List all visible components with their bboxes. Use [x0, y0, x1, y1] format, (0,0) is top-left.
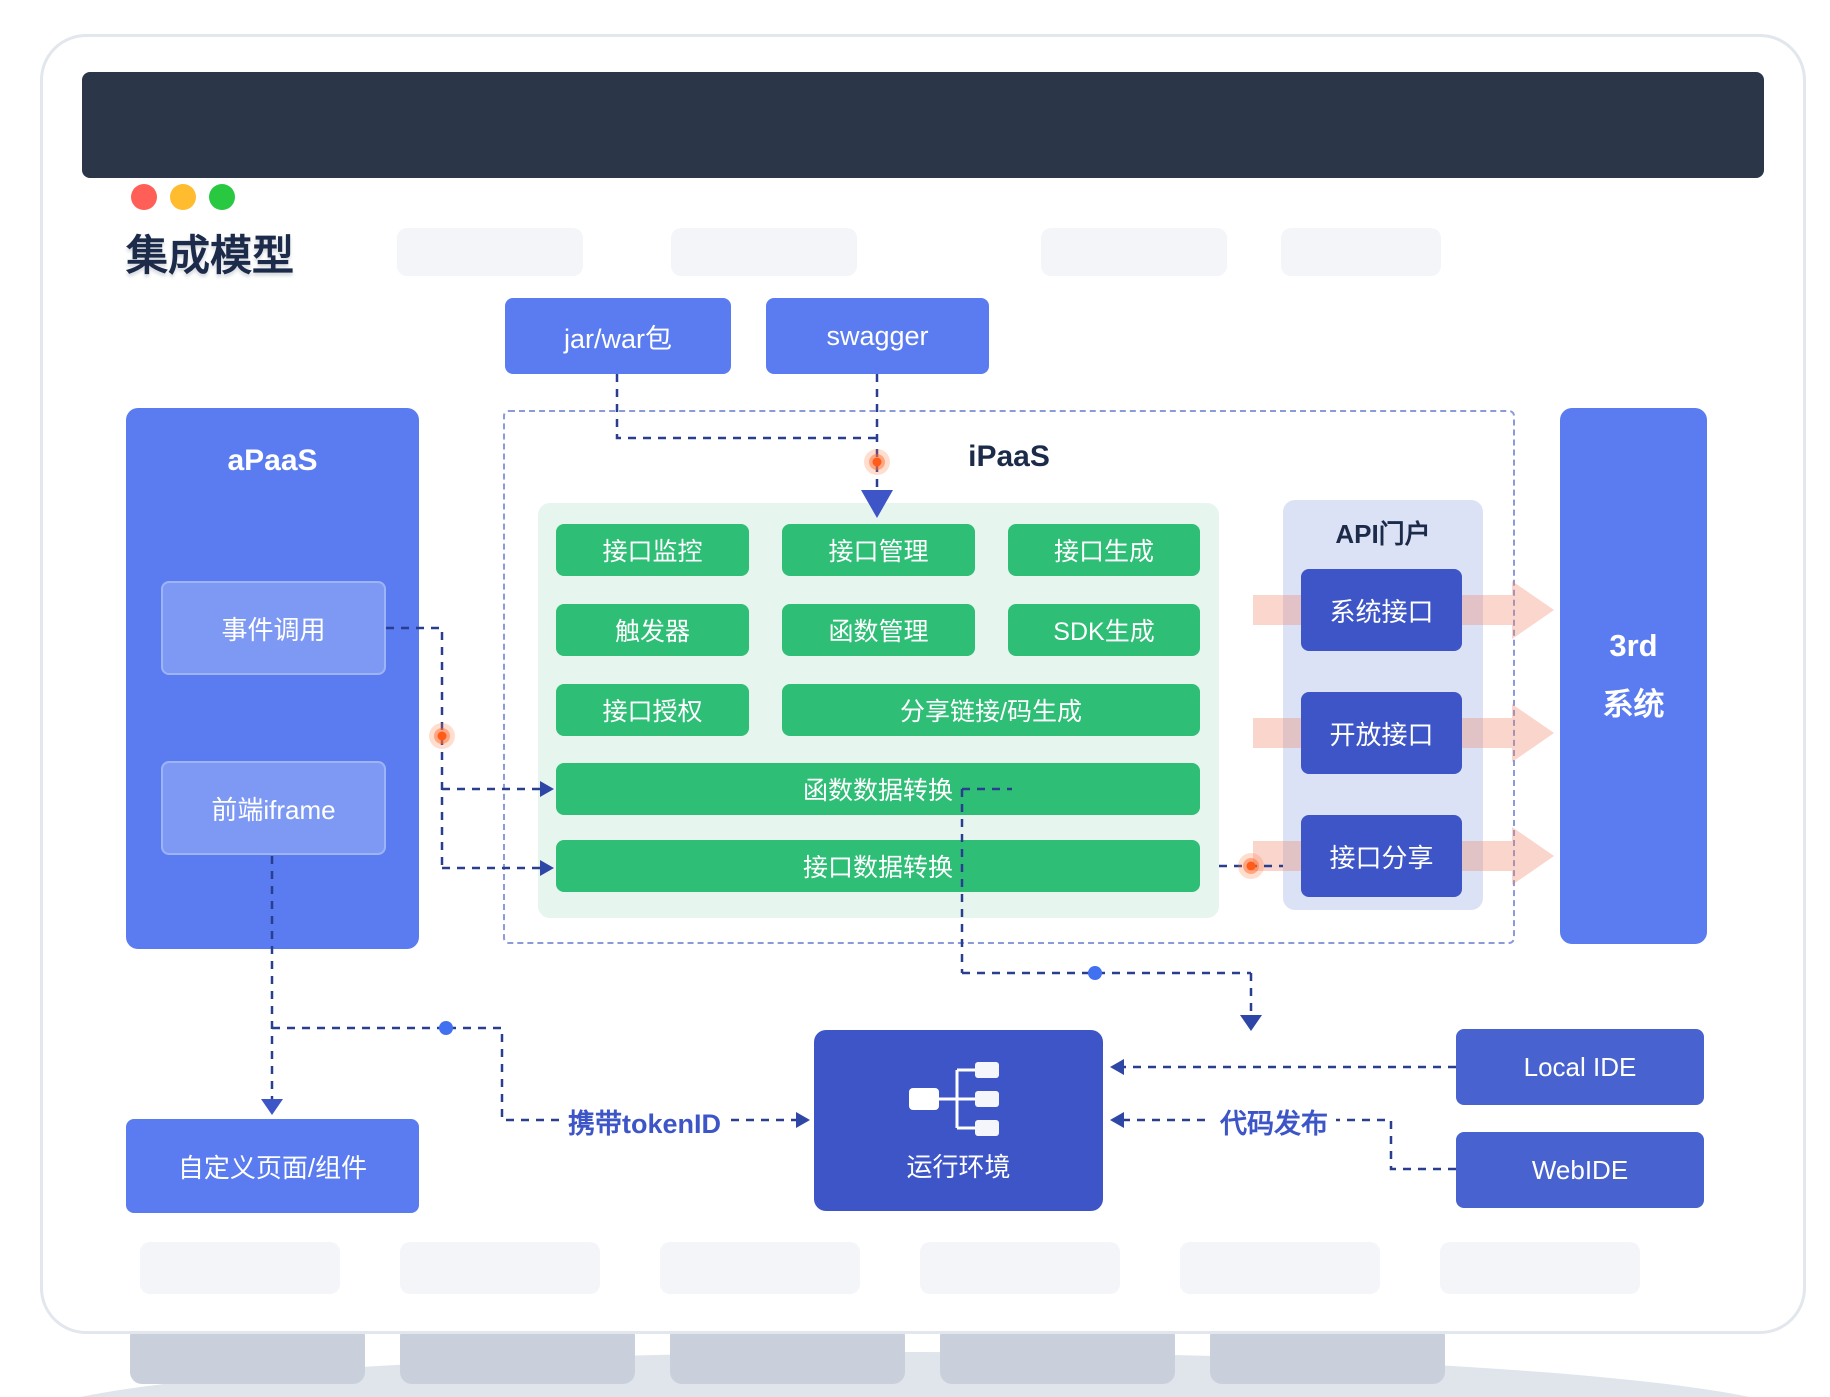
browser-title-bar	[82, 72, 1764, 210]
close-dot-icon	[131, 184, 157, 210]
third-system-line1: 3rd	[1609, 628, 1658, 664]
token-id-label: 携带tokenID	[560, 1100, 730, 1143]
capability-function-manage: 函数管理	[782, 604, 975, 656]
capability-share-link: 分享链接/码生成	[782, 684, 1200, 736]
portal-open-api-box: 开放接口	[1301, 692, 1462, 774]
ghost-block	[940, 1324, 1175, 1384]
apaas-title: aPaaS	[227, 444, 318, 477]
web-ide-box: WebIDE	[1456, 1132, 1704, 1208]
ghost-block	[140, 1242, 340, 1294]
api-portal-title: API门户	[1335, 519, 1431, 549]
frontend-iframe-box: 前端iframe	[161, 761, 386, 855]
custom-page-box: 自定义页面/组件	[126, 1119, 419, 1213]
capability-sdk-generate: SDK生成	[1008, 604, 1200, 656]
ghost-block	[397, 228, 583, 276]
page-title: 集成模型	[126, 232, 295, 279]
portal-system-api-box: 系统接口	[1301, 569, 1462, 651]
capability-api-manage: 接口管理	[782, 524, 975, 576]
ghost-block	[400, 1242, 600, 1294]
ghost-block	[400, 1324, 635, 1384]
ghost-block	[671, 228, 857, 276]
ghost-block	[1210, 1324, 1445, 1384]
third-system-box: 3rd 系统	[1560, 408, 1707, 944]
code-publish-label: 代码发布	[1212, 1100, 1336, 1143]
portal-api-share-box: 接口分享	[1301, 815, 1462, 897]
ghost-block	[130, 1324, 365, 1384]
ghost-block	[1041, 228, 1227, 276]
ghost-block	[1180, 1242, 1380, 1294]
event-call-box: 事件调用	[161, 581, 386, 675]
capability-api-data-transform: 接口数据转换	[556, 840, 1200, 892]
ipaas-title: iPaaS	[968, 440, 1050, 473]
runtime-env-box: 运行环境	[814, 1030, 1103, 1211]
capability-trigger: 触发器	[556, 604, 749, 656]
runtime-env-label: 运行环境	[906, 1152, 1011, 1182]
capability-function-data-transform: 函数数据转换	[556, 763, 1200, 815]
capability-api-generate: 接口生成	[1008, 524, 1200, 576]
apaas-panel: aPaaS	[126, 408, 419, 949]
ghost-block	[920, 1242, 1120, 1294]
maximize-dot-icon	[209, 184, 235, 210]
flow-tree-icon	[908, 1062, 999, 1136]
ghost-block	[1281, 228, 1441, 276]
ghost-block	[1440, 1242, 1640, 1294]
minimize-dot-icon	[170, 184, 196, 210]
local-ide-box: Local IDE	[1456, 1029, 1704, 1105]
swagger-box: swagger	[766, 298, 989, 374]
jar-war-box: jar/war包	[505, 298, 731, 374]
ghost-block	[660, 1242, 860, 1294]
ghost-block	[670, 1324, 905, 1384]
third-system-line2: 系统	[1602, 687, 1665, 722]
capability-api-auth: 接口授权	[556, 684, 749, 736]
capability-api-monitor: 接口监控	[556, 524, 749, 576]
